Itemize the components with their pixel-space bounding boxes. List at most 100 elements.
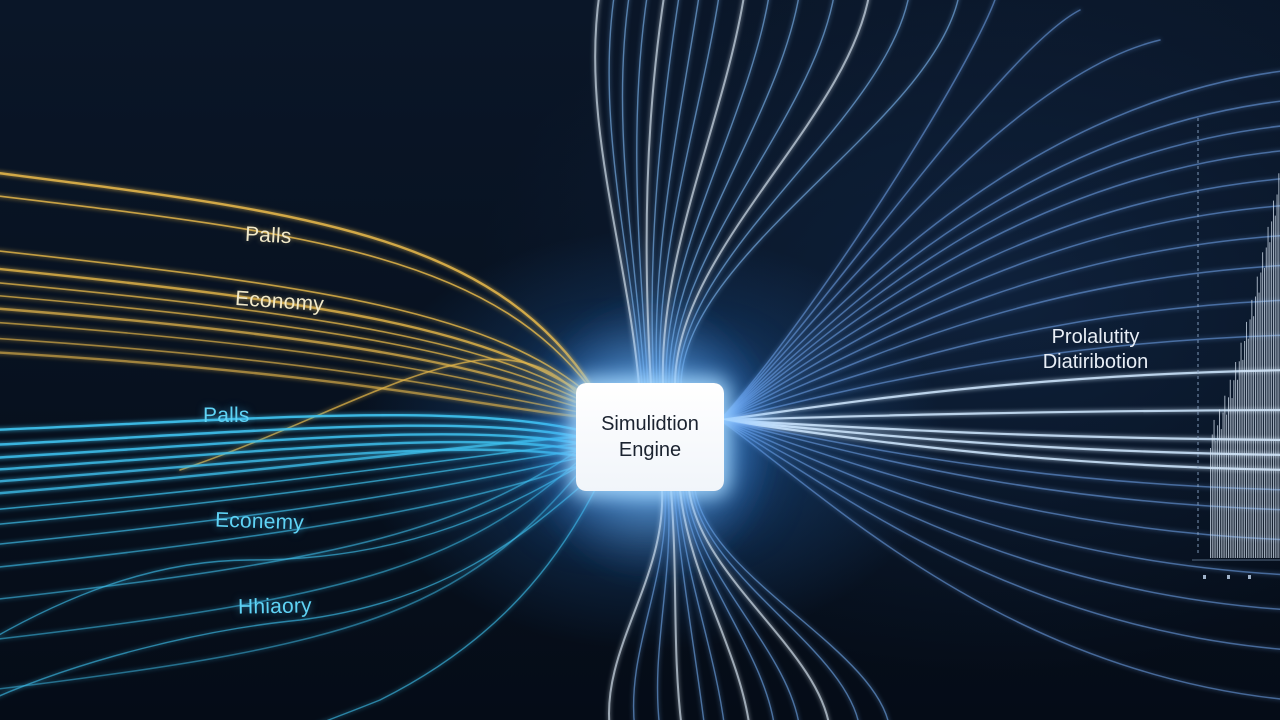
histogram-bar [1265, 247, 1267, 558]
blue-stream-line [719, 235, 1280, 421]
engine-title-line1: Simulidtion [601, 413, 699, 435]
vertical-stream-line [677, 0, 909, 386]
engine-title-line2: Engine [618, 439, 682, 461]
left-label-econemy-cyan: Econemy [214, 508, 305, 535]
blue-stream-line [719, 419, 1280, 650]
blue-stream-line [719, 419, 1280, 511]
cyan-streams [0, 414, 602, 720]
histogram-bar [1229, 379, 1231, 558]
vertical-streams [594, 0, 959, 720]
vertical-stream-line [651, 0, 680, 386]
histogram-bar [1231, 398, 1233, 558]
cyan-stream-line [0, 446, 601, 690]
histogram-bar [1246, 321, 1247, 558]
histogram-bar [1278, 173, 1280, 559]
histogram-bar [1251, 299, 1253, 558]
blue-stream-line [719, 419, 1280, 700]
cyan-stream-line [0, 424, 602, 446]
cyan-stream-line [0, 433, 602, 459]
gold-stream-line [0, 295, 601, 411]
cyan-stream-line [326, 479, 601, 720]
vertical-stream-line [608, 0, 643, 386]
simulation-engine-box: Simulidtion Engine [576, 383, 724, 491]
histogram-bar [1235, 362, 1237, 558]
blue-stream-line [718, 408, 1280, 422]
histogram-bar [1220, 429, 1222, 558]
blue-stream-line [718, 418, 1280, 442]
histogram-bar [1215, 440, 1217, 558]
histogram-bar [1217, 425, 1219, 558]
distribution-histogram [1210, 173, 1280, 559]
vertical-stream-line [668, 0, 799, 386]
vertical-stream-line [632, 489, 667, 720]
histogram-bar [1242, 359, 1244, 558]
histogram-bar [1247, 338, 1249, 558]
histogram-bar [1276, 194, 1278, 558]
vertical-stream-line [694, 489, 889, 720]
histogram-bar [1249, 319, 1251, 558]
histogram-bar [1267, 226, 1269, 558]
histogram-bar [1258, 292, 1260, 558]
blue-stream-line [719, 419, 1280, 491]
blue-stream-line [719, 0, 996, 421]
vertical-stream-line [685, 489, 799, 720]
histogram-bar [1226, 414, 1228, 558]
histogram-bar [1238, 361, 1240, 558]
gold-stream-line [179, 358, 601, 471]
histogram-bar [1262, 252, 1264, 559]
gold-streams [0, 172, 602, 471]
vertical-stream-line [688, 489, 830, 720]
histogram-bar [1210, 448, 1211, 558]
vertical-stream-line [621, 0, 646, 386]
distribution-label-line2: Diatiribotion [1042, 351, 1149, 373]
vertical-stream-line [636, 0, 649, 386]
vertical-stream-line [673, 489, 705, 720]
histogram-bar [1219, 409, 1220, 558]
histogram-bar [1237, 379, 1238, 558]
vertical-stream-line [658, 0, 720, 386]
gold-stream-line [0, 282, 601, 409]
histogram-bar [1233, 380, 1235, 558]
histogram-bar [1244, 341, 1246, 558]
histogram-bar [1260, 272, 1262, 558]
vertical-stream-line [655, 0, 700, 386]
histogram-bar [1274, 215, 1276, 558]
cyan-stream-line [0, 458, 601, 568]
vertical-stream-line [607, 489, 664, 720]
blue-stream-line [719, 419, 1280, 541]
histogram-bar [1255, 296, 1256, 558]
vertical-stream-line [645, 0, 665, 386]
histogram-bar [1240, 342, 1242, 558]
blue-stream-line [719, 299, 1280, 421]
blue-stream-line [719, 125, 1280, 421]
cyan-stream-line [0, 469, 601, 697]
histogram-bar [1253, 316, 1255, 558]
histogram-bar [1213, 419, 1215, 558]
left-label-hhiaory-cyan: Hhiaory [237, 594, 312, 619]
vertical-stream-line [594, 0, 640, 386]
cyan-stream-line [0, 434, 601, 600]
blue-stream-line [718, 369, 1280, 422]
histogram-bar [1264, 267, 1265, 558]
blue-stream-line [719, 205, 1280, 421]
cyan-stream-line [0, 459, 591, 636]
blue-stream-line [719, 100, 1280, 421]
blue-stream-line [718, 418, 1280, 456]
blue-stream-line [719, 39, 1161, 421]
histogram-bar [1228, 397, 1229, 558]
cyan-stream-line [0, 440, 601, 510]
blue-stream-line [719, 150, 1280, 421]
cyan-stream-line [0, 433, 602, 495]
blue-stream-line [719, 419, 1280, 576]
distribution-label-line1: Prolalutity [1051, 326, 1140, 348]
distribution-label: Prolalutity Diatiribotion [1018, 325, 1173, 375]
gold-stream-line [0, 337, 601, 417]
histogram-bar [1271, 221, 1273, 558]
blue-stream-line [719, 334, 1280, 421]
vertical-stream-line [656, 489, 670, 720]
vertical-stream-line [679, 489, 750, 720]
histogram-bar [1273, 200, 1274, 558]
histogram-bar [1224, 395, 1226, 558]
